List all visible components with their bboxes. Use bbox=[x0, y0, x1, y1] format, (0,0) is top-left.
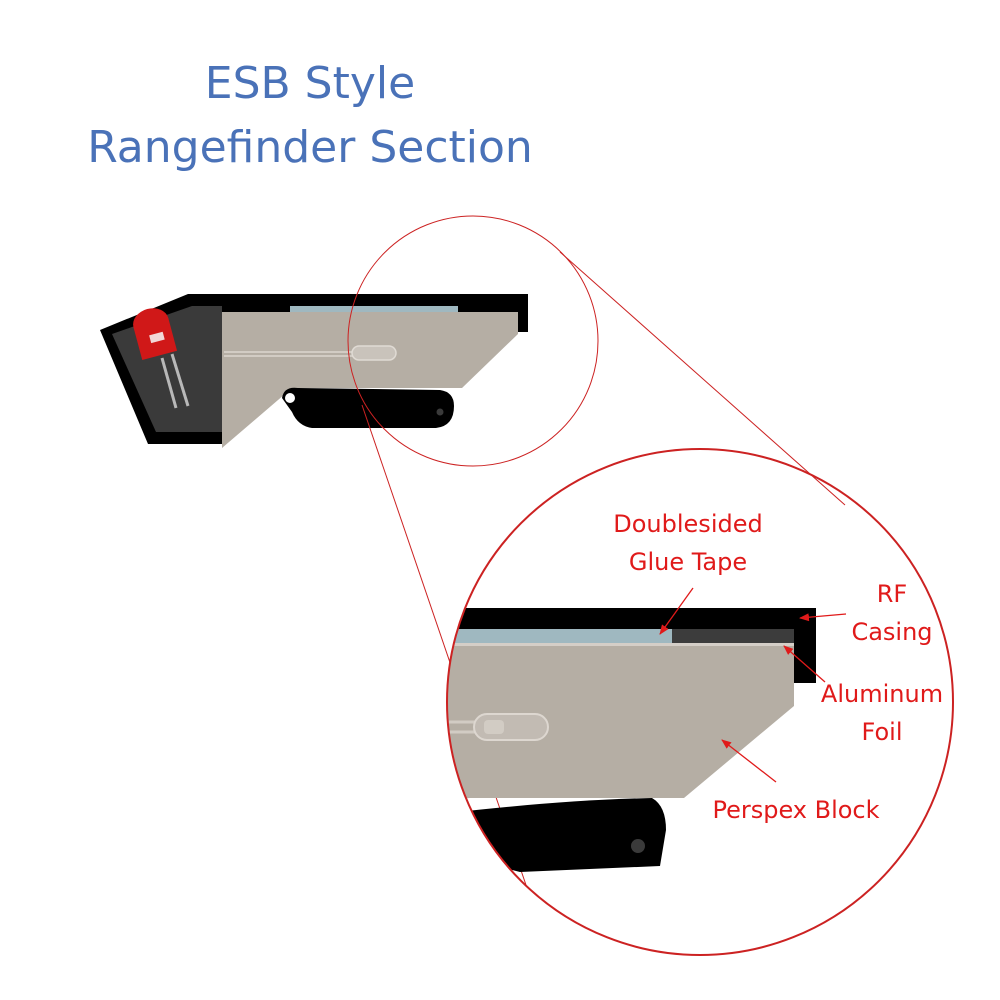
label-rf-casing-line1: RF bbox=[877, 580, 907, 608]
annotation-arrows bbox=[659, 587, 847, 783]
zoom-detail bbox=[447, 608, 816, 872]
perspex-block-zoom bbox=[447, 646, 794, 800]
label-perspex-block: Perspex Block bbox=[712, 796, 879, 824]
label-rf-casing-line2: Casing bbox=[851, 618, 932, 646]
tangent-line-upper bbox=[559, 251, 846, 506]
glue-tape-zoom bbox=[447, 629, 672, 643]
arrow-glue-tape bbox=[659, 587, 694, 635]
label-glue-tape-line2: Glue Tape bbox=[629, 548, 747, 576]
magnifier-guides bbox=[347, 215, 846, 886]
tangent-line-lower bbox=[361, 404, 527, 886]
rf-casing-zoom bbox=[447, 608, 816, 683]
annotation-labels: Doublesided Glue Tape RF Casing Aluminum… bbox=[613, 510, 943, 824]
aluminum-foil-zoom bbox=[672, 629, 794, 643]
led-icon bbox=[133, 308, 190, 409]
arm-small bbox=[282, 387, 454, 428]
arrow-aluminum-foil bbox=[783, 645, 826, 683]
title-line-2: Rangefinder Section bbox=[87, 122, 533, 173]
label-glue-tape-line1: Doublesided bbox=[613, 510, 762, 538]
zoom-circle bbox=[446, 448, 954, 956]
arm-zoom bbox=[447, 798, 666, 872]
arrow-rf-casing bbox=[799, 613, 847, 622]
rangefinder-section-small bbox=[100, 294, 528, 448]
label-aluminum-foil-line1: Aluminum bbox=[821, 680, 943, 708]
label-aluminum-foil-line2: Foil bbox=[862, 718, 903, 746]
glue-tape-small bbox=[290, 306, 458, 312]
lamp-small bbox=[224, 345, 397, 361]
arrow-perspex-block bbox=[721, 739, 777, 783]
lamp-zoom bbox=[447, 713, 549, 741]
perspex-block-small bbox=[222, 312, 518, 448]
focus-circle bbox=[347, 215, 599, 467]
title-line-1: ESB Style bbox=[204, 58, 416, 109]
